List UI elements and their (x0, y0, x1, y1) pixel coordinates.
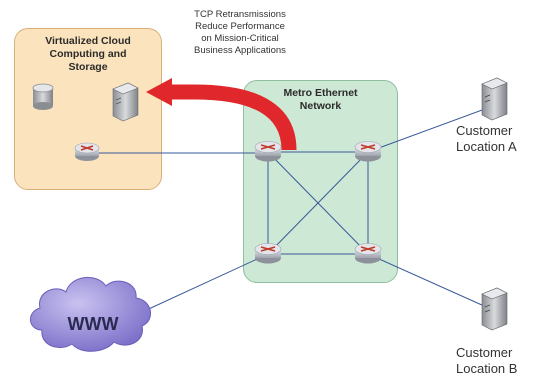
cloud-computing-title: Virtualized Cloud Computing and Storage (45, 35, 131, 73)
internet-cloud-icon (30, 277, 151, 352)
link-metro-diag-2 (267, 151, 369, 255)
link-metro-br-to-customer-b (367, 253, 494, 311)
internet-label: WWW (67, 314, 119, 334)
customer-a-server-icon (481, 77, 508, 121)
router-metro-top-left (254, 141, 282, 162)
metro-ethernet-title: Metro Ethernet Network (283, 87, 358, 112)
customer-a-label: Customer Location A (456, 123, 517, 154)
retransmission-arrow (146, 78, 297, 151)
router-metro-bottom-right (354, 243, 382, 264)
router-cloud (74, 142, 100, 161)
storage-icon (32, 83, 54, 110)
router-metro-bottom-left (254, 243, 282, 264)
customer-b-label: Customer Location B (456, 345, 518, 376)
link-metro-bl-to-internet (139, 253, 269, 314)
router-metro-top-right (354, 141, 382, 162)
link-metro-tr-to-customer-a (367, 105, 494, 153)
tcp-retransmission-note: TCP Retransmissions Reduce Performance o… (194, 9, 286, 56)
server-icon (112, 82, 139, 122)
customer-b-server-icon (481, 287, 508, 331)
